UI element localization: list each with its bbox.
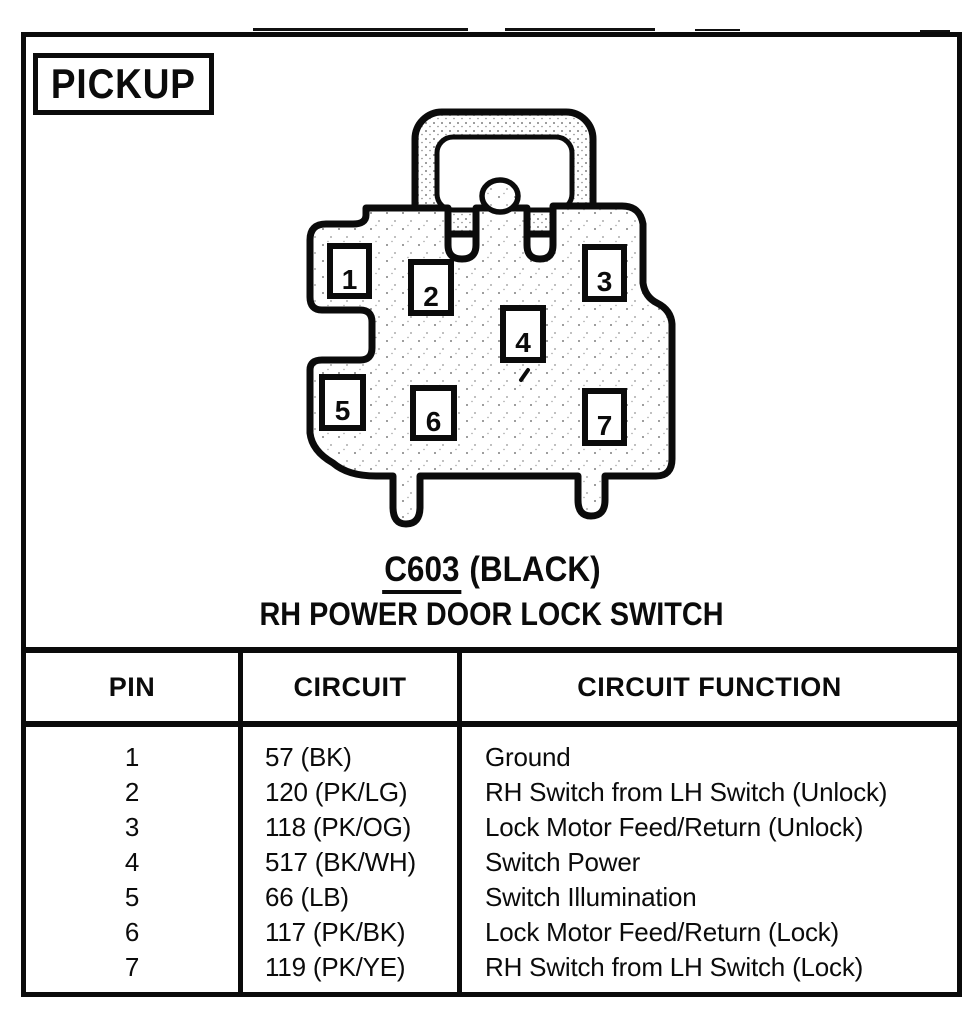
cell-circuit: 118 (PK/OG) — [265, 812, 412, 842]
table-row: 2 120 (PK/LG) RH Switch from LH Switch (… — [26, 775, 957, 810]
connector-color: (BLACK) — [469, 550, 601, 589]
table-row: 3 118 (PK/OG) Lock Motor Feed/Return (Un… — [26, 810, 957, 845]
connector-diagram: 1 2 3 4 5 6 7 — [306, 108, 676, 528]
table-row: 5 66 (LB) Switch Illumination — [26, 880, 957, 915]
scan-artifact — [505, 28, 655, 31]
pin-number: 4 — [515, 327, 531, 358]
cell-function: Ground — [485, 742, 571, 772]
cell-function: Lock Motor Feed/Return (Unlock) — [485, 812, 864, 842]
cell-pin: 4 — [124, 847, 140, 877]
vehicle-badge-label: PICKUP — [51, 60, 196, 107]
table-border-top — [21, 647, 962, 653]
pin-number: 2 — [423, 281, 439, 312]
column-header-circuit: CIRCUIT — [293, 671, 407, 702]
table-column-divider — [238, 647, 243, 997]
pin-number: 3 — [597, 266, 613, 297]
cell-pin: 6 — [124, 917, 140, 947]
cell-function: Switch Power — [485, 847, 641, 877]
pin-cavity-3: 3 — [582, 244, 627, 302]
column-header-circuit-function: CIRCUIT FUNCTION — [577, 671, 842, 702]
cell-function: Switch Illumination — [485, 882, 697, 912]
pin-cavity-4: 4 — [500, 305, 546, 363]
table-header-separator — [21, 721, 962, 727]
cell-circuit: 117 (PK/BK) — [265, 917, 406, 947]
cell-circuit: 119 (PK/YE) — [265, 952, 406, 982]
cell-pin: 7 — [124, 952, 140, 982]
table-row: 4 517 (BK/WH) Switch Power — [26, 845, 957, 880]
connector-title: RH POWER DOOR LOCK SWITCH — [259, 596, 724, 632]
cell-circuit: 66 (LB) — [265, 882, 349, 912]
pin-number: 5 — [335, 395, 351, 426]
cell-circuit: 120 (PK/LG) — [265, 777, 408, 807]
cell-pin: 2 — [124, 777, 140, 807]
vehicle-badge: PICKUP — [33, 53, 214, 115]
cell-pin: 5 — [124, 882, 140, 912]
cell-pin: 3 — [124, 812, 140, 842]
page-frame — [21, 32, 962, 997]
scan-artifact — [695, 29, 740, 31]
pin-number: 6 — [426, 406, 442, 437]
pin-number: 1 — [342, 264, 358, 295]
cell-circuit: 57 (BK) — [265, 742, 352, 772]
pin-table-body: 1 57 (BK) Ground 2 120 (PK/LG) RH Switch… — [26, 727, 957, 992]
scan-artifact — [920, 30, 950, 32]
cell-function: RH Switch from LH Switch (Unlock) — [485, 777, 888, 807]
column-header-pin: PIN — [108, 671, 156, 702]
pin-cavity-7: 7 — [582, 388, 627, 446]
connector-body — [306, 202, 676, 528]
pin-cavity-1: 1 — [327, 243, 372, 299]
pin-cavity-2: 2 — [408, 259, 454, 316]
table-column-divider — [457, 647, 462, 997]
pin-cavity-6: 6 — [410, 385, 457, 441]
table-row: 7 119 (PK/YE) RH Switch from LH Switch (… — [26, 950, 957, 985]
cell-function: RH Switch from LH Switch (Lock) — [485, 952, 864, 982]
scan-artifact — [253, 28, 468, 31]
cell-circuit: 517 (BK/WH) — [265, 847, 416, 877]
pin-cavity-5: 5 — [319, 374, 366, 431]
table-row: 1 57 (BK) Ground — [26, 740, 957, 775]
table-row: 6 117 (PK/BK) Lock Motor Feed/Return (Lo… — [26, 915, 957, 950]
scan-artifact — [519, 368, 530, 382]
cell-function: Lock Motor Feed/Return (Lock) — [485, 917, 840, 947]
connector-code-line: C603(BLACK) — [68, 550, 915, 594]
latch-button — [479, 177, 521, 215]
cell-pin: 1 — [124, 742, 140, 772]
pin-number: 7 — [597, 410, 613, 441]
connector-code: C603 — [382, 550, 462, 594]
